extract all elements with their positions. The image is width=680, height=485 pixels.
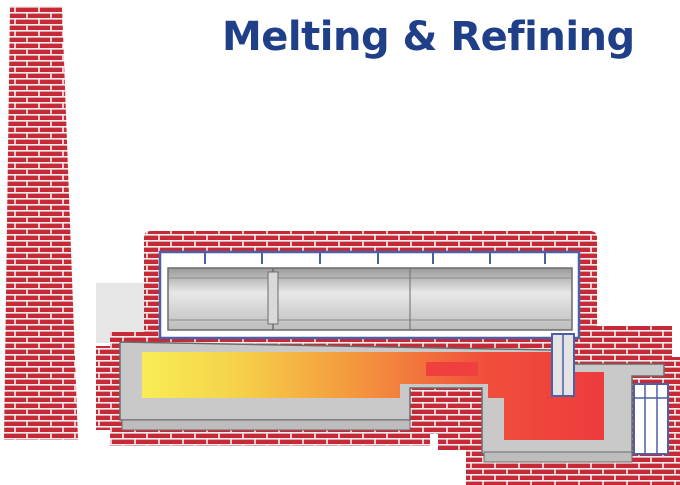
molten-glass — [142, 352, 604, 440]
working-end-frame — [633, 383, 669, 455]
crown-refractory — [167, 267, 573, 331]
diagram-title: Melting & Refining — [222, 14, 635, 60]
chimney-icon — [4, 6, 78, 440]
